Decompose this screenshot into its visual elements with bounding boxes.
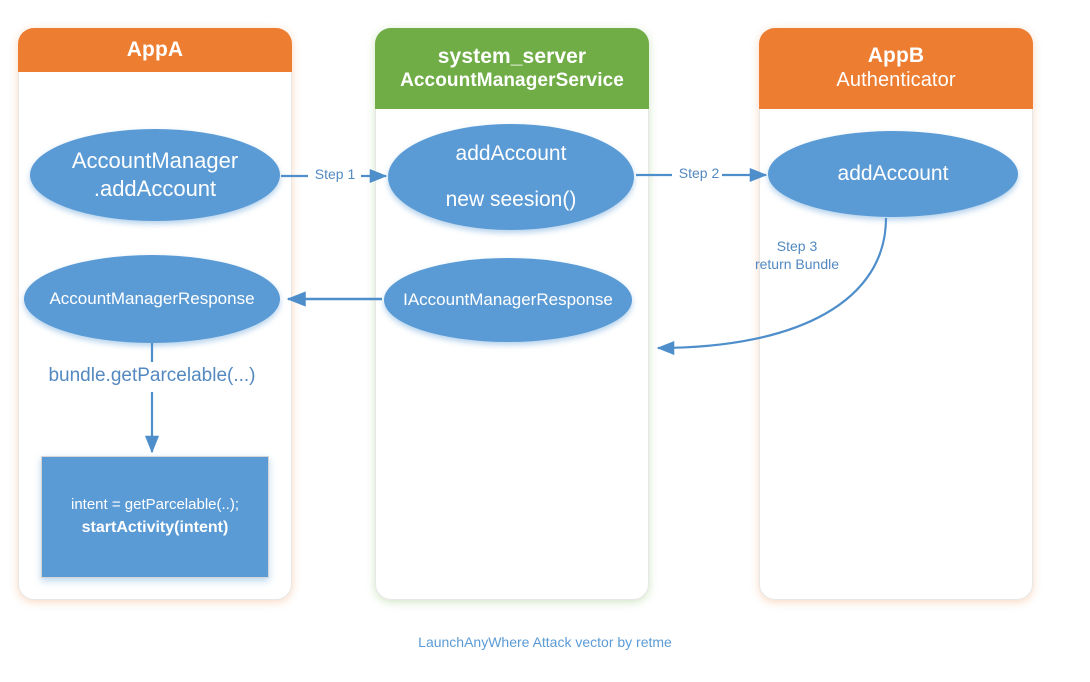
- diagram-caption: LaunchAnyWhere Attack vector by retme: [295, 634, 795, 652]
- lane-appb-subtitle: Authenticator: [836, 69, 956, 92]
- edge-label-step1-text: Step 1: [314, 166, 356, 182]
- lane-appa-title: AppA: [126, 37, 184, 61]
- code-box-line1: intent = getParcelable(..);: [70, 495, 239, 513]
- node-ams-addaccount[interactable]: addAccount new seesion(): [388, 124, 634, 230]
- node-ams-addaccount-line2: new seesion(): [445, 188, 577, 211]
- edge-label-step2-text: Step 2: [678, 165, 720, 181]
- edge-label-step3-line2: return Bundle: [754, 255, 840, 272]
- lane-appb-title: AppB: [867, 44, 925, 68]
- diagram-caption-text: LaunchAnyWhere Attack vector by retme: [418, 634, 672, 650]
- lane-appa-header: AppA: [18, 28, 292, 72]
- code-box-startactivity[interactable]: intent = getParcelable(..); startActivit…: [41, 456, 269, 578]
- node-appb-addaccount-label: addAccount: [837, 162, 949, 185]
- edge-label-step3-line1: Step 3: [776, 238, 818, 254]
- edge-label-step1: Step 1: [304, 166, 366, 184]
- node-iaccountmanagerresponse[interactable]: IAccountManagerResponse: [384, 258, 632, 342]
- lane-system-server-title: system_server: [437, 44, 587, 68]
- node-accountmanagerresponse[interactable]: AccountManagerResponse: [24, 255, 280, 343]
- edge-label-step3: Step 3 return Bundle: [718, 238, 876, 274]
- edge-label-bundle-getparcelable-text: bundle.getParcelable(...): [48, 365, 256, 386]
- lane-appb: AppB Authenticator: [759, 28, 1033, 600]
- node-accountmanager-addaccount-line2: .addAccount: [93, 176, 217, 201]
- edge-label-step2: Step 2: [668, 165, 730, 183]
- node-accountmanager-addaccount-line1: AccountManager: [71, 148, 239, 173]
- lane-system-server-header: system_server AccountManagerService: [375, 28, 649, 109]
- node-accountmanager-addaccount[interactable]: AccountManager .addAccount: [30, 129, 280, 221]
- code-box-line2: startActivity(intent): [81, 519, 229, 537]
- edge-label-bundle-getparcelable: bundle.getParcelable(...): [16, 364, 288, 388]
- node-accountmanagerresponse-label: AccountManagerResponse: [49, 289, 255, 308]
- node-appb-addaccount[interactable]: addAccount: [768, 131, 1018, 217]
- lane-system-server-subtitle: AccountManagerService: [400, 69, 624, 91]
- node-iaccountmanagerresponse-label: IAccountManagerResponse: [403, 290, 613, 309]
- node-ams-addaccount-line1: addAccount: [455, 142, 567, 165]
- lane-appb-header: AppB Authenticator: [759, 28, 1033, 109]
